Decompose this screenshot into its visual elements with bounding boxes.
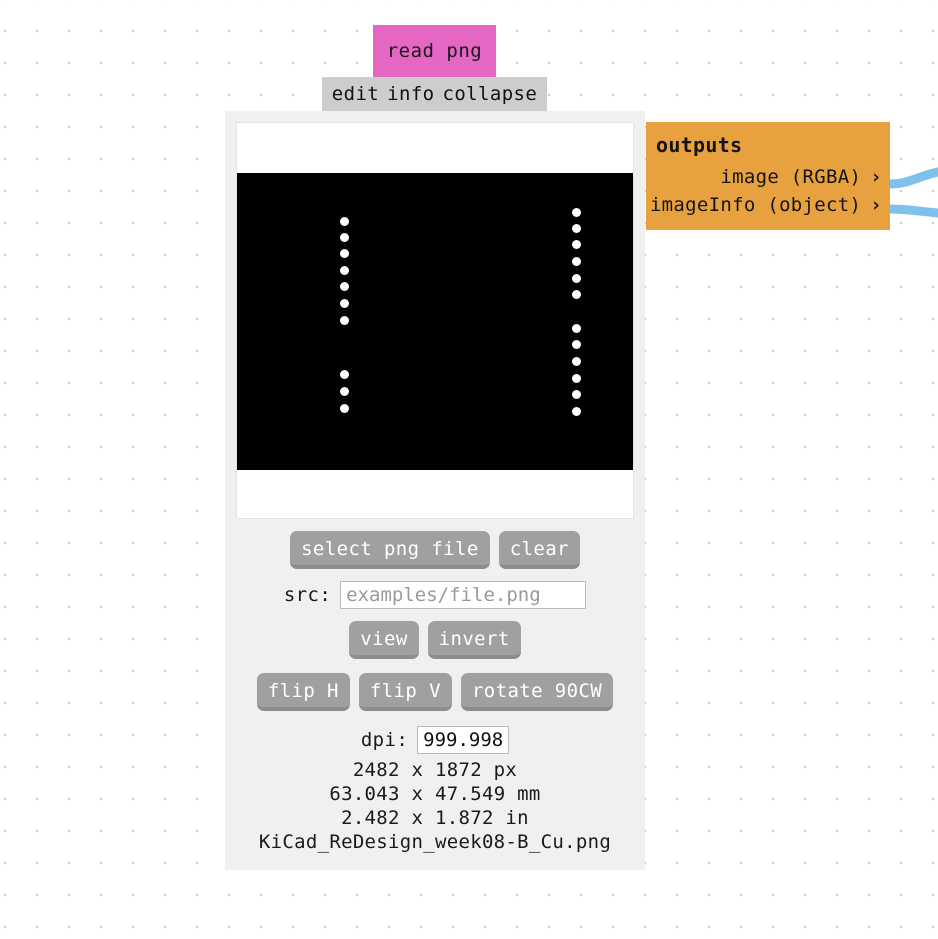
menu-item-collapse[interactable]: collapse	[442, 83, 538, 105]
preview-pad-left	[339, 369, 349, 379]
src-row: src:	[225, 581, 645, 609]
preview-pad-left	[339, 216, 349, 226]
preview-pad-left	[339, 315, 349, 325]
src-input[interactable]	[340, 581, 587, 609]
select-png-file-button[interactable]: select png file	[290, 531, 490, 569]
clear-button[interactable]: clear	[498, 531, 580, 569]
menu-item-edit[interactable]: edit	[331, 83, 380, 105]
output-port-image[interactable]: image (RGBA) ›	[646, 163, 890, 191]
preview-pad-left	[339, 403, 349, 413]
flip-h-button[interactable]: flip H	[256, 673, 350, 711]
output-port-imageinfo[interactable]: imageInfo (object) ›	[646, 191, 890, 219]
preview-pad-right	[571, 273, 581, 283]
dpi-input[interactable]	[417, 726, 510, 754]
preview-pad-left	[339, 386, 349, 396]
output-port-imageinfo-label: imageInfo (object)	[649, 194, 862, 216]
view-invert-row: view invert	[225, 621, 645, 659]
preview-pad-left	[339, 298, 349, 308]
invert-button[interactable]: invert	[427, 621, 521, 659]
menu-item-info[interactable]: info	[387, 83, 435, 105]
preview-pad-right	[571, 389, 581, 399]
preview-pad-right	[571, 373, 581, 383]
src-label: src:	[283, 584, 332, 606]
preview-pad-right	[571, 289, 581, 299]
info-pixels: 2482 x 1872 px	[352, 759, 518, 781]
image-preview-container[interactable]	[236, 122, 634, 519]
image-preview-bitmap[interactable]	[237, 173, 633, 470]
node-outputs[interactable]: outputs image (RGBA) › imageInfo (object…	[646, 122, 890, 230]
preview-pad-left	[339, 248, 349, 258]
preview-pad-right	[571, 207, 581, 217]
chevron-right-icon: ›	[870, 166, 882, 188]
preview-pad-right	[571, 323, 581, 333]
node-title-read-png[interactable]: read png	[373, 25, 496, 77]
flip-v-button[interactable]: flip V	[358, 673, 452, 711]
wire-image-output	[884, 167, 938, 189]
preview-pad-right	[571, 406, 581, 416]
chevron-right-icon: ›	[870, 194, 882, 216]
output-port-image-label: image (RGBA)	[720, 166, 862, 188]
wire-imageinfo-output	[884, 204, 938, 218]
preview-pad-right	[571, 356, 581, 366]
transform-row: flip H flip V rotate 90CW	[225, 673, 645, 711]
view-button[interactable]: view	[349, 621, 419, 659]
preview-pad-left	[339, 232, 349, 242]
node-menubar: edit info collapse	[322, 77, 547, 111]
dpi-row: dpi:	[225, 726, 645, 754]
preview-pad-left	[339, 281, 349, 291]
preview-pad-right	[571, 339, 581, 349]
node-body: select png file clear src: view invert f…	[225, 111, 645, 870]
dpi-label: dpi:	[360, 729, 409, 751]
preview-pad-left	[339, 265, 349, 275]
preview-pad-right	[571, 223, 581, 233]
info-millimeters: 63.043 x 47.549 mm	[329, 783, 541, 805]
preview-pad-right	[571, 256, 581, 266]
outputs-title: outputs	[656, 133, 743, 157]
rotate-90cw-button[interactable]: rotate 90CW	[460, 673, 614, 711]
info-filename: KiCad_ReDesign_week08-B_Cu.png	[258, 831, 612, 853]
preview-pad-right	[571, 239, 581, 249]
file-button-row: select png file clear	[225, 531, 645, 569]
info-inches: 2.482 x 1.872 in	[341, 807, 529, 829]
